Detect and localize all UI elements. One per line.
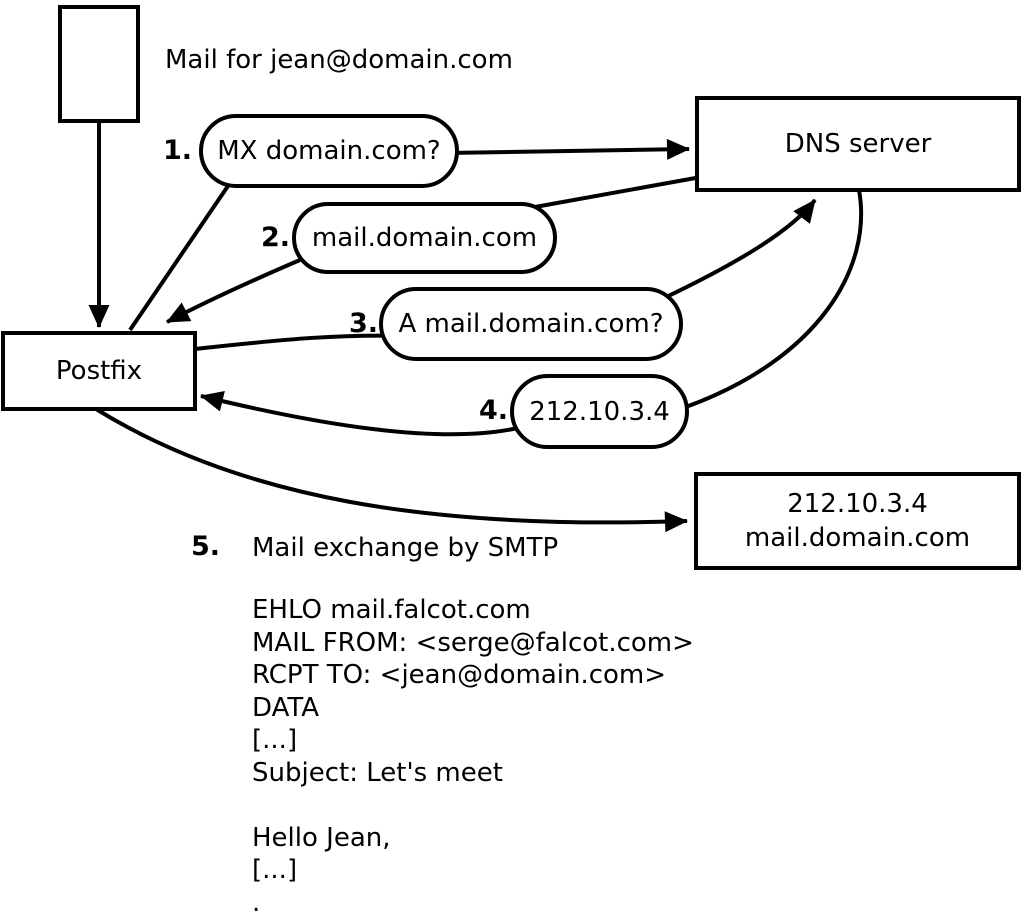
mail-server-ip: 212.10.3.4 — [787, 489, 928, 519]
mx-query-label: MX domain.com? — [217, 136, 441, 166]
postfix-to-mailserver-smtp-arrow — [94, 407, 688, 533]
mx-query-pill: MX domain.com? — [199, 114, 459, 188]
smtp-line: [...] — [252, 855, 298, 885]
smtp-line: . — [252, 887, 261, 918]
smtp-line: Hello Jean, — [252, 822, 391, 853]
smtp-line: [...] — [252, 725, 298, 755]
dns-to-ip-answer-line — [682, 189, 864, 410]
ip-answer-label: 212.10.3.4 — [529, 396, 670, 427]
step-5-label: Mail exchange by SMTP — [252, 533, 559, 563]
a-query-to-dns-arrow — [659, 198, 817, 302]
a-query-label: A mail.domain.com? — [398, 309, 664, 339]
mx-answer-pill: mail.domain.com — [292, 202, 557, 274]
postfix-box: Postfix — [1, 331, 197, 411]
dns-server-box: DNS server — [695, 96, 1021, 192]
smtp-line: EHLO mail.falcot.com — [252, 595, 531, 625]
smtp-line: DATA — [252, 692, 319, 723]
smtp-transcript: EHLO mail.falcot.com MAIL FROM: <serge@f… — [252, 594, 694, 919]
smtp-line: RCPT TO: <jean@domain.com> — [252, 660, 667, 690]
smtp-line — [252, 789, 694, 822]
ip-answer-pill: 212.10.3.4 — [510, 374, 689, 449]
dns-server-label: DNS server — [784, 129, 932, 159]
step-5-number: 5. — [190, 531, 220, 562]
a-query-pill: A mail.domain.com? — [379, 287, 683, 361]
postfix-label: Postfix — [55, 356, 143, 386]
mx-query-to-dns-arrow — [446, 138, 690, 160]
mx-answer-label: mail.domain.com — [311, 223, 538, 253]
diagram-title: Mail for jean@domain.com — [165, 45, 513, 75]
mail-server-box: 212.10.3.4 mail.domain.com — [694, 472, 1021, 570]
step-3-number: 3. — [348, 308, 378, 339]
mail-server-hostname: mail.domain.com — [744, 523, 971, 553]
smtp-line: MAIL FROM: <serge@falcot.com> — [252, 627, 694, 658]
smtp-line: Subject: Let's meet — [252, 757, 503, 788]
postfix-to-mx-query-line — [128, 181, 232, 332]
step-4-number: 4. — [478, 395, 508, 426]
dns-to-mx-answer-line — [534, 175, 702, 209]
mx-answer-to-postfix-arrow — [166, 258, 301, 324]
step-1-number: 1. — [162, 135, 192, 166]
mail-envelope-shape — [58, 5, 140, 123]
step-2-number: 2. — [260, 222, 290, 253]
ip-answer-to-postfix-arrow — [200, 391, 519, 437]
